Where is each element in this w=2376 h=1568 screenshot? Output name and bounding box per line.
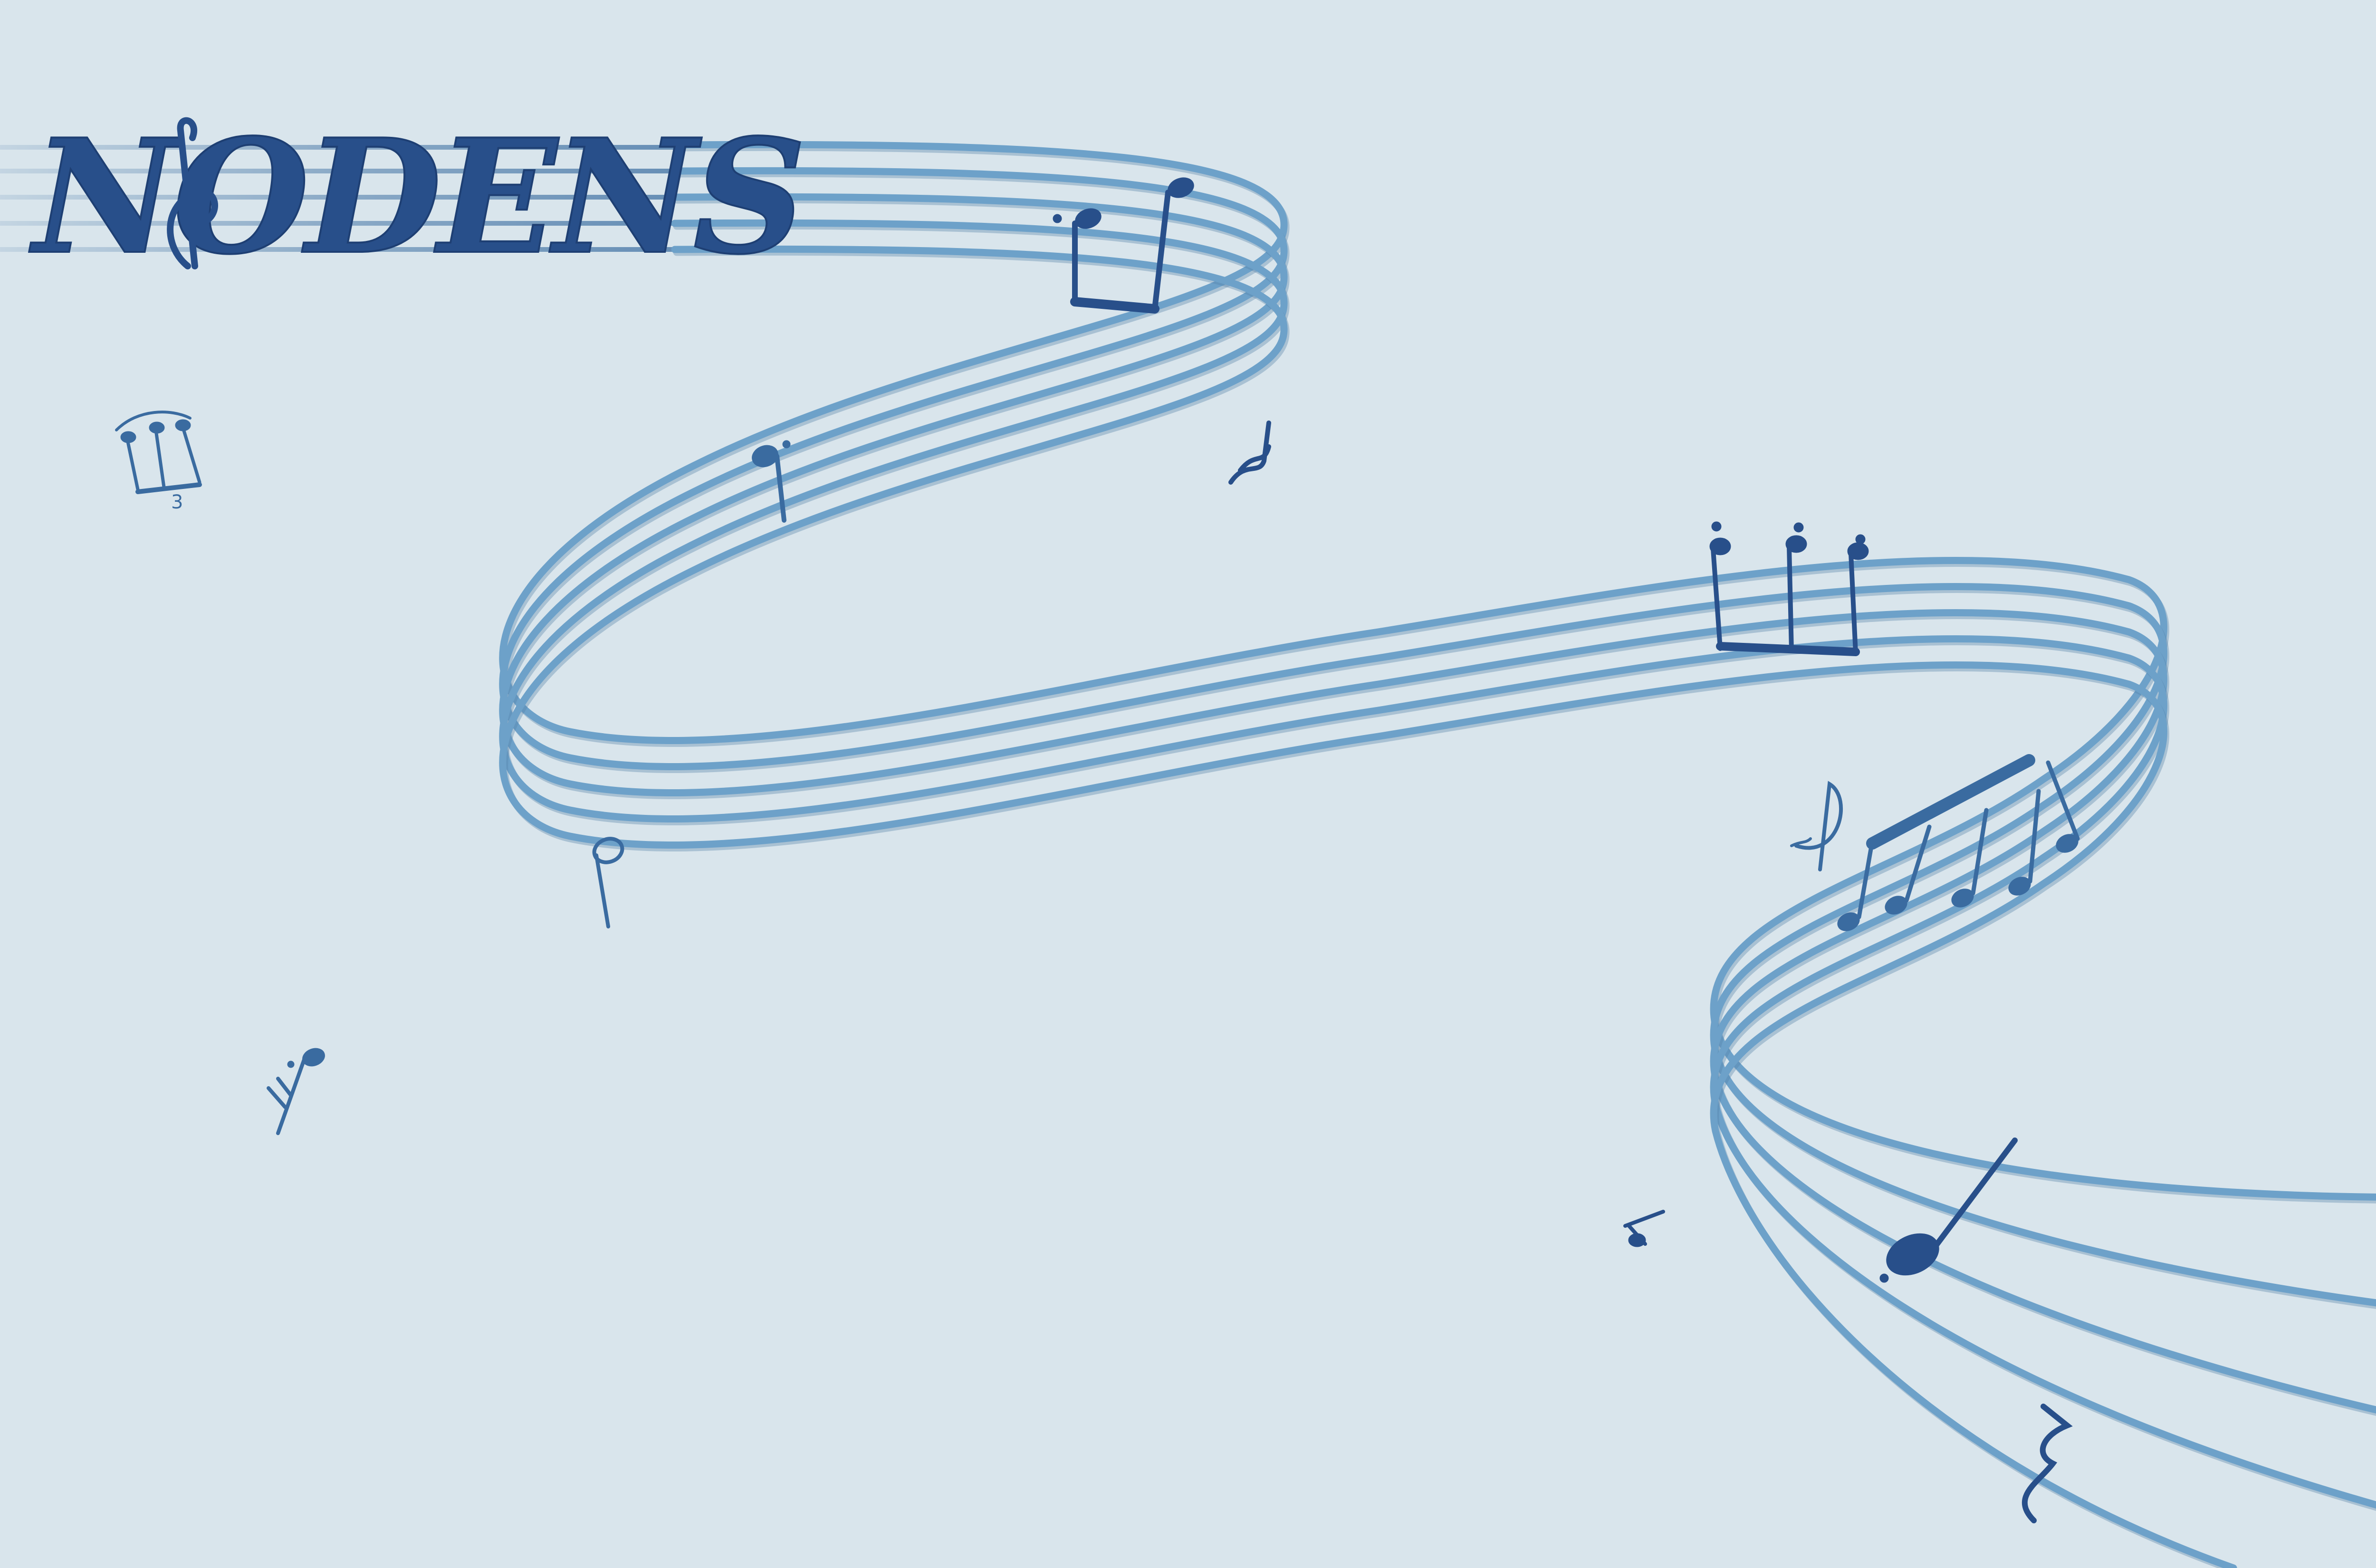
note-stem-icon	[181, 426, 201, 484]
ribbon-staff	[499, 141, 2376, 1568]
tuplet-number: 3	[171, 491, 183, 513]
quarter-note-left	[752, 440, 791, 523]
note-dot-icon	[1879, 1273, 1889, 1283]
staff-line-3	[499, 193, 2376, 1416]
note-head-icon	[752, 445, 778, 468]
note-stem-icon	[1934, 1138, 2018, 1248]
beamed-notes-top	[1053, 177, 1194, 314]
triplet-figure: 3	[115, 411, 202, 513]
logo-staff-scratch	[0, 145, 675, 252]
logo-wordmark: NODENS	[29, 105, 803, 289]
note-stem-icon	[267, 1058, 306, 1135]
note-slur-icon	[1790, 837, 1812, 847]
note-head-icon	[1886, 1233, 1939, 1276]
note-stem-icon	[1152, 190, 1171, 312]
staff-line-4	[499, 219, 2376, 1511]
note-stem-icon	[1623, 1210, 1665, 1246]
small-note-bottom	[1623, 1210, 1665, 1247]
note-stem-icon	[1787, 544, 1794, 653]
note-beam-icon	[1866, 754, 2035, 850]
grace-note-left	[267, 1048, 325, 1135]
sixteenth-rest-icon	[1228, 421, 1271, 485]
note-dot-icon	[287, 1061, 295, 1068]
note-dot-icon	[1053, 214, 1062, 223]
note-stem-icon	[2046, 760, 2080, 841]
staff-line-2	[499, 167, 2376, 1309]
note-dot-icon	[1793, 522, 1804, 533]
tuplet-slur-icon	[115, 411, 192, 431]
note-beam-icon	[1070, 297, 1159, 314]
note-dot-icon	[782, 440, 791, 449]
quarter-note-large	[1879, 1138, 2018, 1283]
note-dot-icon	[1855, 534, 1866, 545]
note-stem-icon	[1711, 546, 1723, 651]
note-stem-icon	[1849, 551, 1858, 656]
eighth-rest-icon	[2022, 1404, 2073, 1523]
note-stem-icon	[1904, 824, 1932, 903]
staff-line-5	[499, 245, 2238, 1568]
note-stem-icon	[775, 454, 786, 523]
staff-line-1	[499, 141, 2376, 1204]
note-beam-icon	[1716, 642, 1860, 656]
note-stem-icon	[125, 438, 140, 491]
note-stem-icon	[1857, 839, 1875, 919]
treble-clef-icon	[167, 117, 218, 269]
beamed-notes-run	[1790, 754, 2080, 931]
note-stem-icon	[594, 853, 610, 928]
note-stem-icon	[2028, 789, 2041, 884]
half-note-lower-left	[592, 837, 624, 928]
beamed-notes-middle	[1709, 521, 1869, 656]
note-stem-icon	[154, 428, 166, 489]
note-head-icon	[302, 1048, 325, 1067]
nodens-logo: NODENS	[28, 104, 807, 290]
note-dot-icon	[1711, 521, 1722, 532]
note-stem-icon	[1971, 808, 1989, 896]
note-beam-icon	[135, 482, 202, 494]
note-flag-icon	[1794, 781, 1843, 871]
